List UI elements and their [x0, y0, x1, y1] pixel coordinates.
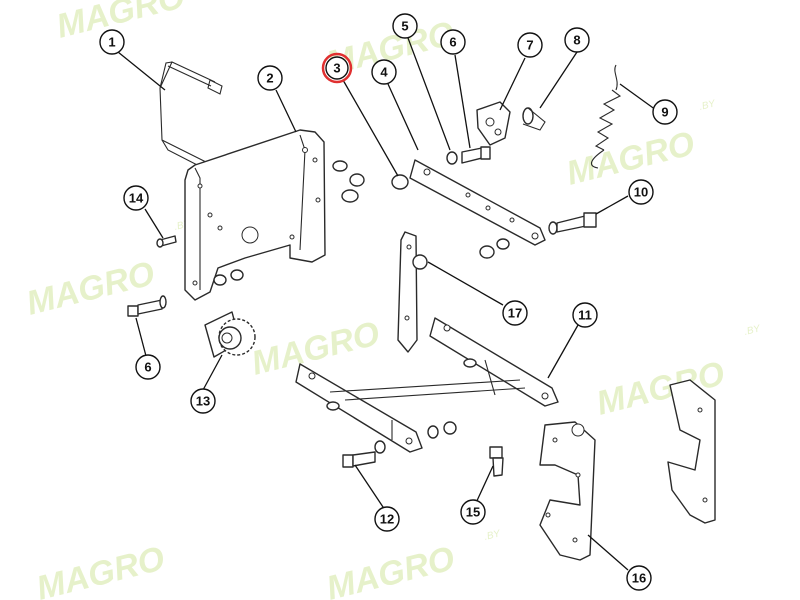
part-3-bushing — [391, 174, 409, 190]
leader-8 — [539, 51, 578, 109]
watermark-brand: MAGRO — [323, 539, 459, 600]
part-16-bracket — [539, 379, 716, 561]
leader-9 — [619, 83, 657, 111]
part-6-bolt-lower — [127, 295, 167, 317]
part-13-sprocket — [204, 311, 256, 358]
callout-4: 4 — [371, 59, 397, 85]
leader-11 — [547, 324, 579, 379]
leader-7 — [499, 57, 526, 111]
leader-5 — [407, 37, 451, 151]
leader-4 — [387, 83, 419, 151]
callout-label: 14 — [129, 191, 144, 206]
callout-label: 11 — [578, 308, 592, 323]
callout-label: 7 — [526, 38, 533, 53]
callout-label: 10 — [634, 185, 648, 200]
leader-13 — [202, 354, 223, 391]
callout-14: 14 — [123, 185, 149, 211]
part-7-clevis — [476, 101, 511, 146]
callout-label: 6 — [449, 35, 456, 50]
part-11-frame — [295, 317, 559, 453]
part-nuts-arm — [479, 238, 510, 259]
leader-6b — [135, 317, 147, 357]
callout-12: 12 — [374, 506, 400, 532]
part-14-bolt — [156, 235, 177, 248]
callout-1: 1 — [99, 29, 125, 55]
callout-label: 1 — [108, 35, 115, 50]
part-10-bolt — [548, 212, 597, 235]
part-1-handle-rod — [159, 61, 223, 171]
leader-15 — [474, 465, 494, 506]
watermark-brand: MAGRO — [33, 539, 169, 600]
callout-9: 9 — [652, 99, 678, 125]
leader-lines — [117, 37, 657, 571]
part-9-spring — [590, 64, 622, 169]
callout-6-lower: 6 — [135, 354, 161, 380]
callout-label: 13 — [196, 394, 210, 409]
part-15-bolt — [489, 446, 504, 477]
callout-label: 8 — [573, 33, 580, 48]
part-8-pin — [522, 107, 546, 131]
part-5-washer — [446, 151, 458, 165]
callout-11: 11 — [572, 302, 598, 328]
callout-label: 4 — [380, 65, 388, 80]
callout-17: 17 — [502, 300, 528, 326]
leader-2 — [275, 89, 297, 133]
leader-1 — [117, 51, 166, 91]
leader-16 — [587, 534, 629, 571]
callout-label: 9 — [661, 105, 668, 120]
callout-8: 8 — [564, 27, 590, 53]
leader-17 — [427, 261, 504, 306]
leader-3 — [342, 79, 399, 177]
part-2-mounting-plate — [184, 129, 326, 301]
watermark-suffix: .BY — [698, 98, 718, 113]
callout-label: 17 — [508, 306, 522, 321]
callout-2: 2 — [257, 65, 283, 91]
leader-12 — [354, 464, 386, 511]
watermark-suffix: .BY — [483, 528, 503, 543]
callout-label: 15 — [466, 505, 480, 520]
callout-16: 16 — [626, 565, 652, 591]
callout-label: 6 — [144, 360, 151, 375]
callout-label: 5 — [401, 19, 408, 34]
leader-6a — [454, 54, 471, 149]
leader-14 — [144, 208, 164, 239]
part-17-lever — [397, 231, 428, 353]
callout-6-upper: 6 — [440, 29, 466, 55]
callout-3-highlighted: 3 — [321, 52, 353, 84]
part-6-bolt-upper — [461, 146, 491, 164]
callout-label: 12 — [380, 512, 394, 527]
callout-10: 10 — [628, 179, 654, 205]
part-nuts-upper — [213, 160, 365, 286]
callout-15: 15 — [460, 499, 486, 525]
callout-7: 7 — [517, 32, 543, 58]
part-4-link-arm — [409, 159, 546, 246]
callout-label: 3 — [333, 61, 340, 76]
callout-13: 13 — [190, 388, 216, 414]
callout-label: 16 — [632, 571, 646, 586]
leader-10 — [595, 195, 629, 215]
watermark-suffix: .BY — [743, 323, 763, 338]
callout-label: 2 — [266, 71, 273, 86]
callout-5: 5 — [392, 13, 418, 39]
part-12-bolt — [342, 421, 457, 468]
watermark-brand: MAGRO — [563, 124, 699, 192]
